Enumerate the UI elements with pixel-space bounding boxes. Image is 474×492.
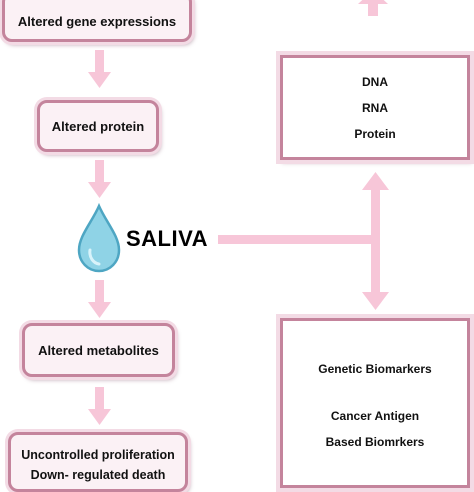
arrow-down-3 — [88, 280, 111, 318]
cancer-antigen-label: Cancer Antigen — [330, 409, 420, 423]
rna-label: RNA — [362, 101, 388, 115]
altered-protein-box: Altered protein — [37, 100, 159, 152]
uncontrolled-proliferation-label: Uncontrolled proliferation — [21, 448, 175, 462]
flow-arrows — [77, 0, 389, 425]
down-regulated-death-label: Down- regulated death — [30, 468, 166, 482]
altered-gene-expressions-box: Altered gene expressions — [2, 0, 192, 42]
saliva-connector — [218, 172, 389, 310]
proliferation-death-text: Uncontrolled proliferation Down- regulat… — [21, 445, 174, 485]
dna-rna-protein-box: DNA RNA Protein — [280, 55, 470, 160]
arrow-down-4 — [88, 387, 111, 425]
dna-label: DNA — [362, 75, 388, 89]
arrow-down-1 — [88, 50, 111, 88]
arrow-up-top-right — [358, 0, 388, 16]
based-biomarkers-label: Based Biomrkers — [325, 435, 425, 449]
genetic-biomarkers-label: Genetic Biomarkers — [318, 362, 432, 376]
protein-label: Protein — [354, 127, 396, 141]
biomarkers-box: Genetic Biomarkers Cancer Antigen Based … — [280, 318, 470, 488]
altered-protein-label: Altered protein — [51, 118, 145, 134]
altered-metabolites-box: Altered metabolites — [22, 323, 175, 377]
proliferation-death-box: Uncontrolled proliferation Down- regulat… — [8, 432, 188, 492]
altered-metabolites-label: Altered metabolites — [38, 342, 159, 358]
altered-gene-expressions-label: Altered gene expressions — [17, 13, 177, 29]
arrow-down-2 — [88, 160, 111, 198]
saliva-drop-icon — [77, 202, 121, 273]
saliva-label: SALIVA — [126, 226, 209, 251]
